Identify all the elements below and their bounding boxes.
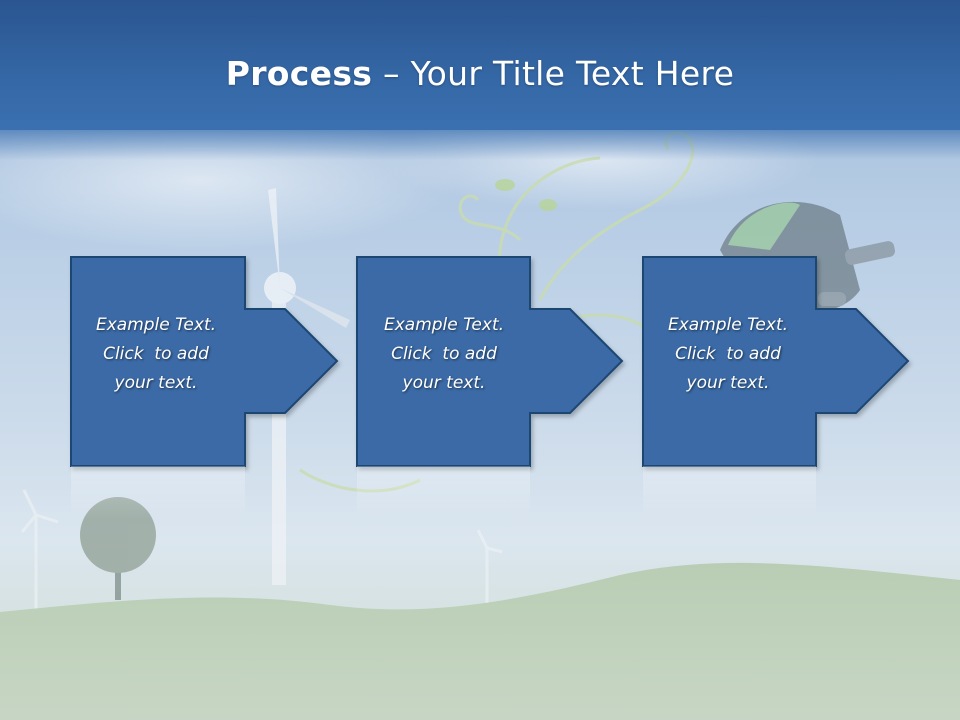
step-3-text[interactable]: Example Text. Click to add your text. bbox=[643, 311, 813, 398]
leaf bbox=[539, 199, 557, 211]
step-3-reflection bbox=[643, 466, 816, 520]
step-text-line: Example Text. bbox=[383, 315, 505, 335]
step-text-line: Click to add bbox=[103, 344, 209, 364]
process-step-2[interactable] bbox=[356, 256, 624, 520]
step-text-line: Example Text. bbox=[95, 315, 217, 335]
step-text-line: Click to add bbox=[391, 344, 497, 364]
slide-title[interactable]: Process – Your Title Text Here bbox=[0, 50, 960, 98]
title-bar bbox=[0, 0, 960, 130]
step-text-line: your text. bbox=[114, 373, 198, 393]
process-step-1[interactable] bbox=[70, 256, 339, 520]
step-text-line: Example Text. bbox=[667, 315, 789, 335]
step-text-line: Click to add bbox=[675, 344, 781, 364]
title-fade bbox=[0, 120, 960, 160]
process-step-3[interactable] bbox=[642, 256, 910, 520]
step-1-reflection bbox=[71, 466, 245, 520]
step-1-text[interactable]: Example Text. Click to add your text. bbox=[71, 311, 241, 398]
step-text-line: your text. bbox=[402, 373, 486, 393]
green-hills bbox=[0, 562, 960, 720]
step-2-reflection bbox=[357, 466, 530, 520]
step-text-line: your text. bbox=[686, 373, 770, 393]
step-2-text[interactable]: Example Text. Click to add your text. bbox=[359, 311, 529, 398]
title-text: – Your Title Text Here bbox=[372, 54, 735, 93]
wind-turbine-small bbox=[20, 489, 503, 612]
leaf bbox=[495, 179, 515, 191]
title-bold-word: Process bbox=[225, 54, 373, 93]
